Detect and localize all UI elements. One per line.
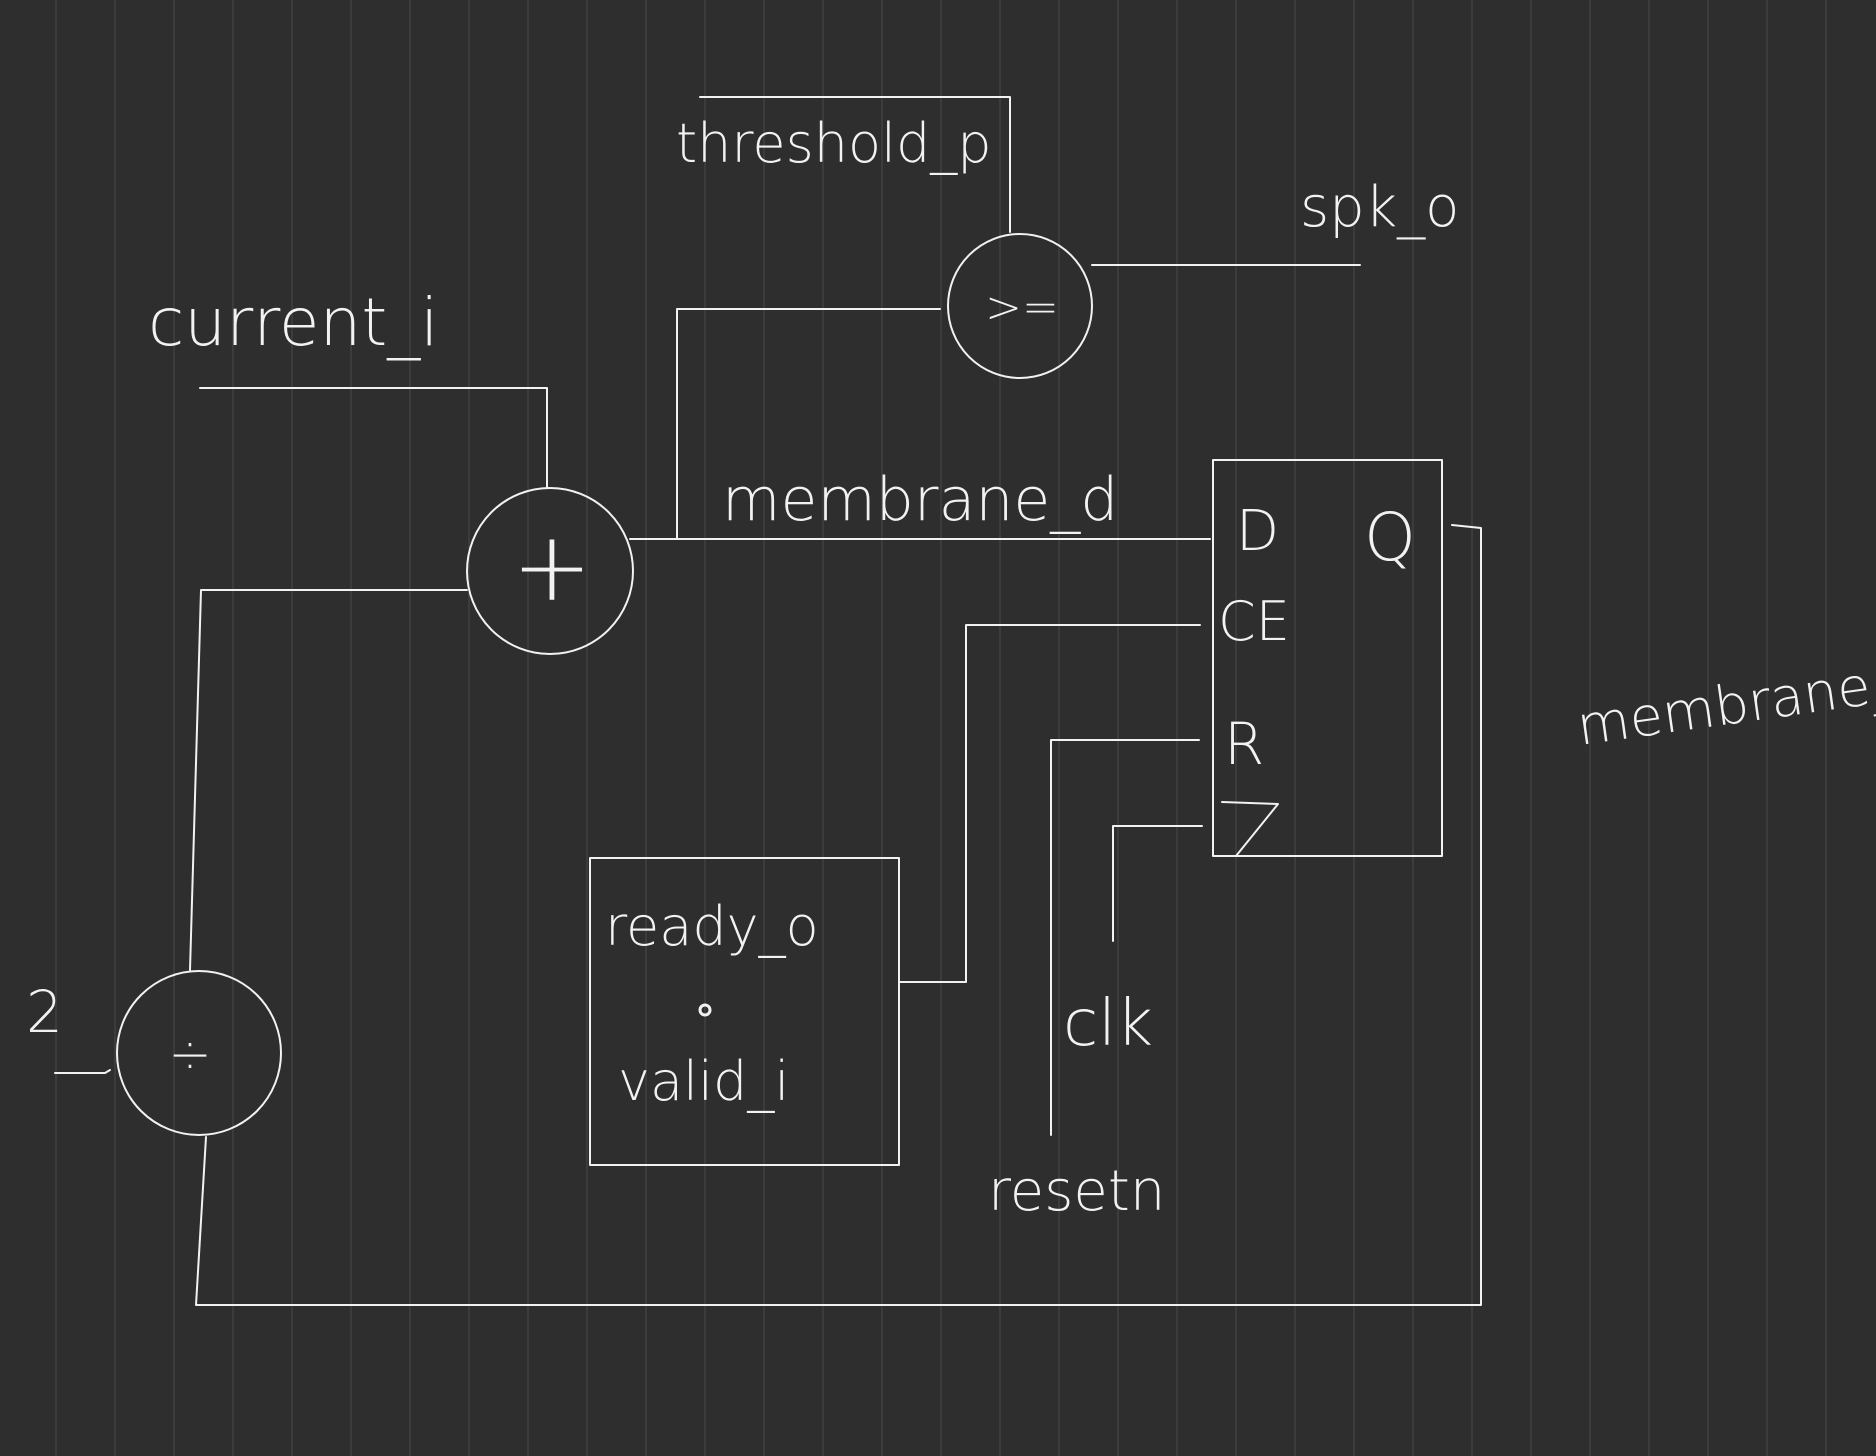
membrane-d-label: membrane_d [722,465,1118,535]
add-operator [466,487,634,655]
add-symbol: + [512,511,592,623]
membrane-q-label: membrane_q [1573,646,1876,758]
register-clock-icon [1221,801,1279,857]
current-in-label: current_i [148,284,439,361]
reset-label: resetn [988,1159,1165,1224]
handshake-block [589,857,900,1166]
wire-enable [898,624,1201,983]
divisor-label: 2 [26,978,63,1046]
wire-divisor-in [54,1069,111,1074]
handshake-dot [698,1003,712,1017]
valid-label: valid_i [618,1050,789,1113]
compare-operator [947,233,1093,379]
wire-feedback-q [195,524,1482,1306]
divide-operator [116,970,282,1136]
wire-reset [1050,739,1200,1136]
wire-current-in [199,387,548,489]
wire-clk [1112,825,1203,942]
wire-divider-to-adder [189,589,468,971]
compare-symbol: >= [985,282,1059,333]
register-r-port: R [1224,710,1264,778]
ready-label: ready_o [605,895,819,958]
divide-symbol: ÷ [168,1025,212,1085]
clk-label: clk [1063,987,1153,1061]
register-d-port: D [1236,499,1279,564]
spike-out-label: spk_o [1300,175,1459,240]
register-q-port: Q [1364,499,1416,576]
wire-membrane-to-compare [676,308,941,539]
background-grid [55,0,1827,1456]
register-ce-port: CE [1218,590,1290,653]
threshold-label: threshold_p [676,112,992,175]
membrane-register [1212,459,1443,857]
wire-threshold [699,96,1011,233]
